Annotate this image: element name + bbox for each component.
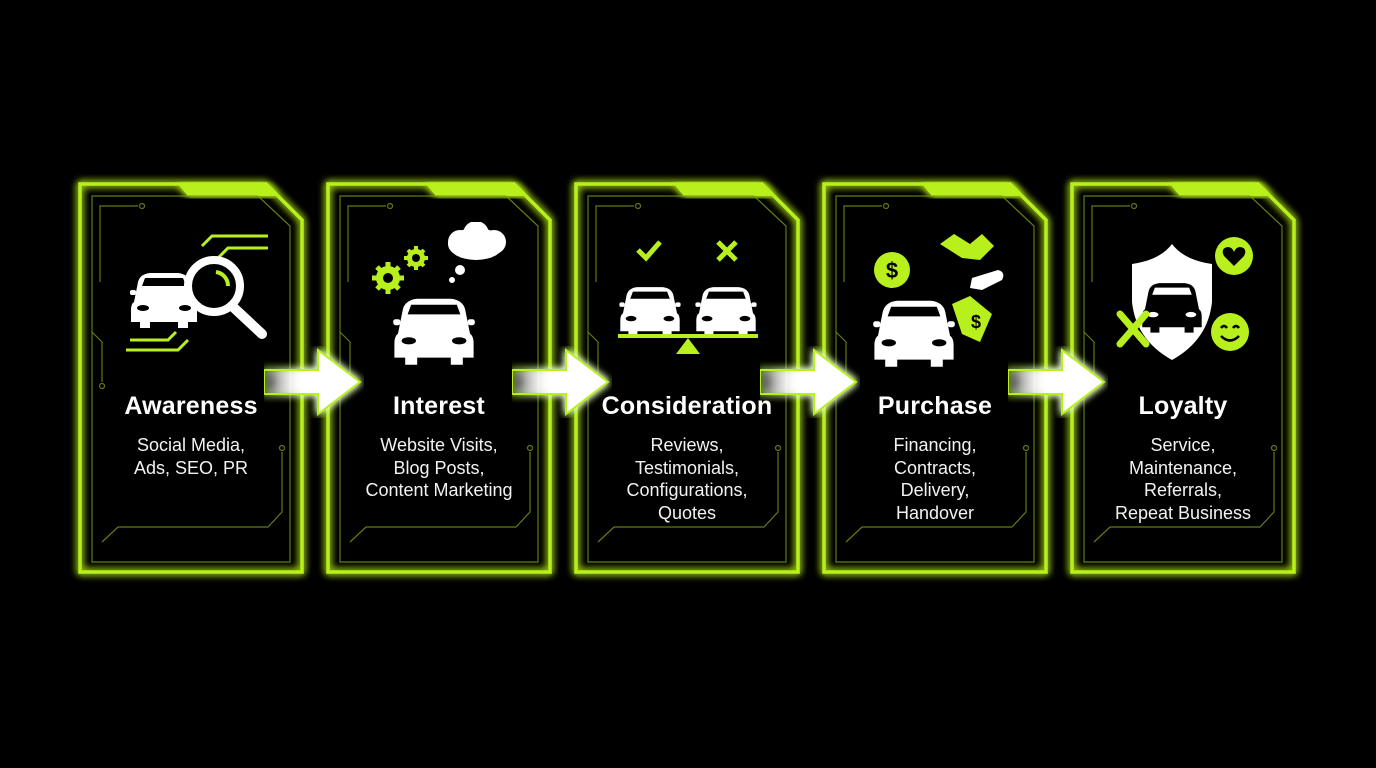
stage-title: Purchase [877, 392, 993, 420]
description-line: Referrals, [1143, 480, 1223, 500]
flow-arrow-icon [760, 347, 858, 417]
shield-car-heart-smile-icon [1116, 237, 1253, 360]
stage-description: Reviews, Testimonials, Configurations, Q… [574, 434, 800, 524]
card-frame [1070, 182, 1296, 574]
stage-card-purchase: $ $ Purchase Financing, Contracts, Deliv… [822, 182, 1048, 574]
description-line: Content Marketing [365, 480, 513, 500]
flow-arrow-icon [512, 347, 610, 417]
stage-title: Consideration [601, 392, 773, 420]
svg-text:$: $ [971, 312, 981, 332]
stage-description: Service, Maintenance, Referrals, Repeat … [1070, 434, 1296, 524]
description-line: Configurations, [626, 480, 748, 500]
description-line: Contracts, [893, 457, 977, 478]
stage-card-loyalty: Loyalty Service, Maintenance, Referrals,… [1070, 182, 1296, 574]
flow-arrow-icon [1008, 347, 1106, 417]
stage-title: Awareness [124, 392, 258, 420]
description-line: Handover [895, 502, 975, 523]
car-thought-gears-icon [372, 222, 506, 365]
stage-description: Social Media, Ads, SEO, PR [78, 434, 304, 479]
description-line: Repeat Business [1114, 502, 1252, 523]
stage-card-awareness: Awareness Social Media, Ads, SEO, PR [78, 182, 304, 574]
stage-card-interest: Interest Website Visits, Blog Posts, Con… [326, 182, 552, 574]
description-line: Social Media, [136, 435, 246, 455]
stage-description: Website Visits, Blog Posts, Content Mark… [326, 434, 552, 502]
description-line: Testimonials, [634, 457, 740, 478]
stage-card-consideration: Consideration Reviews, Testimonials, Con… [574, 182, 800, 574]
description-line: Financing, [893, 435, 977, 455]
stage-description: Financing, Contracts, Delivery, Handover [822, 434, 1048, 524]
description-line: Maintenance, [1128, 457, 1238, 478]
stage-title: Interest [393, 392, 485, 420]
description-line: Ads, SEO, PR [133, 457, 249, 478]
stage-title: Loyalty [1138, 392, 1228, 420]
description-line: Quotes [657, 502, 717, 523]
description-line: Service, [1150, 435, 1216, 455]
flow-arrow-icon [264, 347, 362, 417]
car-comparison-scale-icon [618, 240, 758, 354]
svg-text:$: $ [886, 258, 898, 283]
description-line: Website Visits, [380, 435, 498, 455]
car-magnifier-icon [126, 234, 268, 352]
description-line: Delivery, [900, 480, 970, 500]
card-frame [326, 182, 552, 574]
description-line: Blog Posts, [393, 457, 485, 478]
description-line: Reviews, [650, 435, 724, 455]
car-handshake-price-tag-icon: $ $ [873, 234, 1004, 367]
